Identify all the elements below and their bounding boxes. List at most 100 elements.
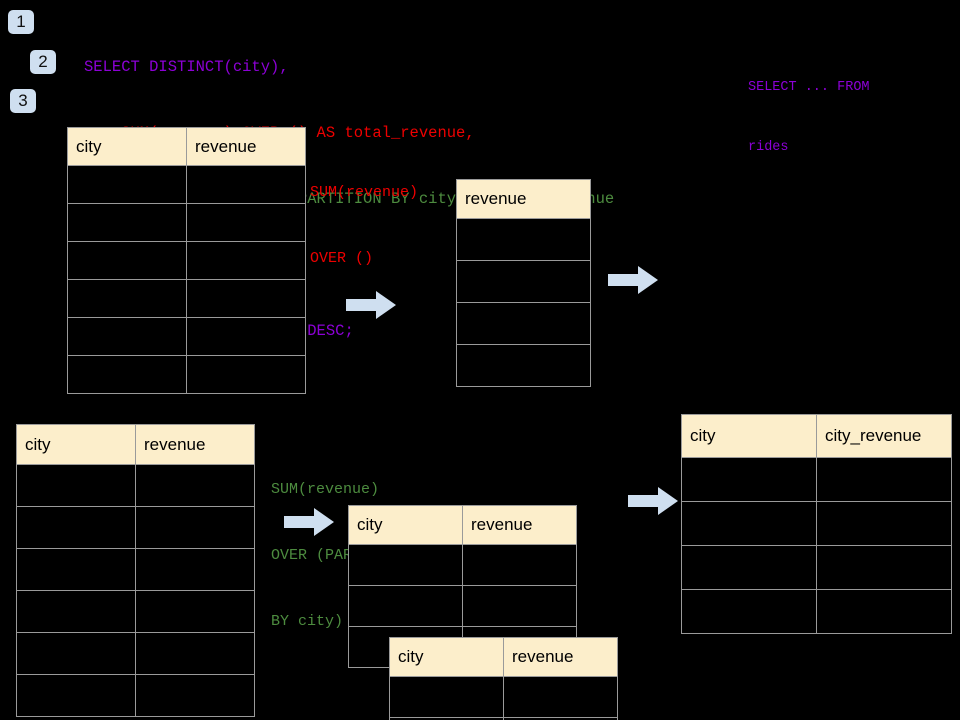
- table-cell: [135, 548, 255, 591]
- table-cell: [16, 674, 136, 717]
- table-cell: [186, 317, 306, 356]
- column-header-city: city: [16, 424, 136, 465]
- arrow-source-to-partition: [284, 508, 334, 536]
- table-cell: [348, 585, 463, 627]
- arrow-total-to-final: [608, 266, 658, 294]
- column-header-city: city: [389, 637, 504, 677]
- annotation-total-revenue-line-1: SUM(revenue): [310, 184, 419, 201]
- table-row: [456, 302, 591, 345]
- table-cell: [681, 545, 817, 590]
- table-row: [16, 674, 255, 717]
- table-cell: [135, 506, 255, 549]
- table-rides-source-top: city revenue: [67, 127, 306, 394]
- step-badge-3: 3: [10, 89, 36, 113]
- table-row: [681, 501, 952, 546]
- table-cell: [186, 203, 306, 242]
- table-final-result: city city_revenue: [681, 414, 952, 634]
- table-row: [16, 632, 255, 675]
- table-header-row: city revenue: [16, 424, 255, 465]
- side-note-line-1: SELECT ... FROM: [748, 80, 870, 95]
- table-row: [456, 344, 591, 387]
- table-row: [456, 260, 591, 303]
- table-row: [67, 203, 306, 242]
- table-cell: [816, 501, 952, 546]
- column-header-revenue: revenue: [456, 179, 591, 219]
- table-row: [389, 717, 618, 720]
- table-cell: [135, 464, 255, 507]
- table-header-row: city city_revenue: [681, 414, 952, 458]
- table-row: [16, 548, 255, 591]
- table-cell: [503, 676, 618, 718]
- side-note-line-2: rides: [748, 140, 789, 155]
- table-cell: [67, 165, 187, 204]
- table-cell: [456, 260, 591, 303]
- table-row: [16, 464, 255, 507]
- step-badge-1: 1: [8, 10, 34, 34]
- table-cell: [503, 717, 618, 720]
- table-cell: [186, 279, 306, 318]
- column-header-city: city: [681, 414, 817, 458]
- table-header-row: city revenue: [389, 637, 618, 677]
- table-row: [389, 676, 618, 718]
- table-cell: [135, 632, 255, 675]
- annotation-city-revenue-line-1: SUM(revenue): [271, 481, 380, 498]
- annotation-city-revenue-line-3: BY city): [271, 613, 344, 630]
- column-header-revenue: revenue: [462, 505, 577, 545]
- column-header-revenue: revenue: [503, 637, 618, 677]
- table-cell: [135, 590, 255, 633]
- column-header-revenue: revenue: [135, 424, 255, 465]
- table-cell: [816, 545, 952, 590]
- table-row: [67, 241, 306, 280]
- table-header-row: city revenue: [67, 127, 306, 166]
- column-header-city: city: [67, 127, 187, 166]
- table-cell: [16, 464, 136, 507]
- table-rides-source-bottom: city revenue: [16, 424, 255, 717]
- table-cell: [16, 548, 136, 591]
- table-cell: [16, 590, 136, 633]
- arrow-partition-to-final: [628, 487, 678, 515]
- table-cell: [16, 506, 136, 549]
- table-cell: [186, 241, 306, 280]
- table-cell: [681, 589, 817, 634]
- table-cell: [462, 585, 577, 627]
- table-cell: [186, 355, 306, 394]
- table-cell: [389, 676, 504, 718]
- annotation-total-revenue: SUM(revenue) OVER (): [310, 138, 418, 314]
- table-cell: [816, 589, 952, 634]
- table-row: [681, 545, 952, 590]
- table-header-row: revenue: [456, 179, 591, 219]
- table-row: [16, 590, 255, 633]
- arrow-source-to-total: [346, 291, 396, 319]
- table-row: [67, 355, 306, 394]
- table-row: [681, 457, 952, 502]
- table-cell: [67, 203, 187, 242]
- table-partition-group-front: city revenue: [389, 637, 618, 720]
- table-cell: [681, 501, 817, 546]
- column-header-revenue: revenue: [186, 127, 306, 166]
- table-cell: [16, 632, 136, 675]
- column-header-city-revenue: city_revenue: [816, 414, 952, 458]
- table-cell: [135, 674, 255, 717]
- sql-line-1: SELECT DISTINCT(city),: [84, 58, 289, 76]
- table-cell: [816, 457, 952, 502]
- table-cell: [462, 544, 577, 586]
- table-cell: [67, 317, 187, 356]
- table-row: [348, 585, 577, 627]
- table-row: [681, 589, 952, 634]
- table-cell: [456, 302, 591, 345]
- table-cell: [456, 218, 591, 261]
- table-total-revenue: revenue: [456, 179, 591, 387]
- table-row: [67, 279, 306, 318]
- table-row: [456, 218, 591, 261]
- column-header-city: city: [348, 505, 463, 545]
- side-note-select-from: SELECT ... FROM rides: [748, 38, 870, 198]
- annotation-total-revenue-line-2: OVER (): [310, 250, 374, 267]
- table-cell: [67, 355, 187, 394]
- table-row: [348, 544, 577, 586]
- table-row: [16, 506, 255, 549]
- table-row: [67, 165, 306, 204]
- table-cell: [456, 344, 591, 387]
- step-badge-2: 2: [30, 50, 56, 74]
- table-header-row: city revenue: [348, 505, 577, 545]
